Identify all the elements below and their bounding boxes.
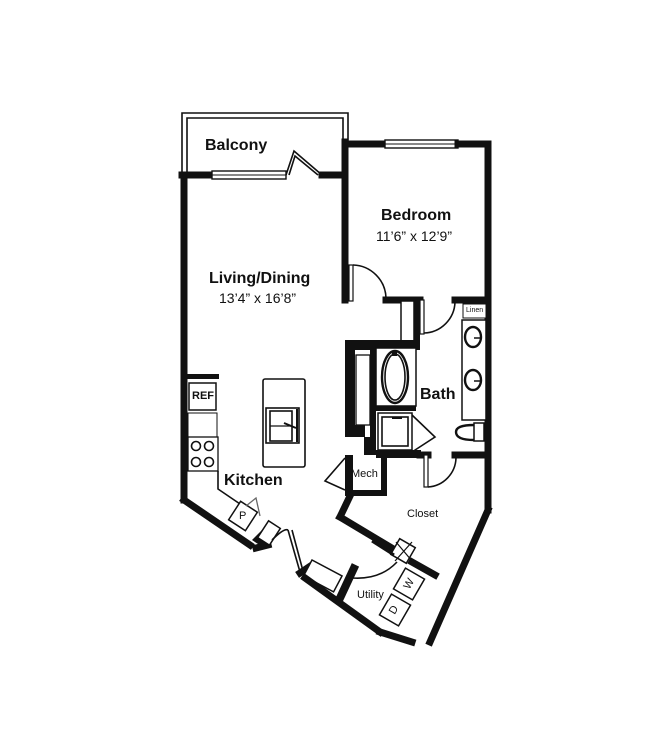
- living-dining-label: Living/Dining: [209, 270, 311, 287]
- bath-fixtures: [375, 303, 492, 488]
- closet-label: Closet: [407, 508, 439, 520]
- living-dining-dimensions: 13’4” x 16’8”: [219, 290, 297, 306]
- mech-label: Mech: [351, 468, 378, 480]
- mech-walls: [323, 455, 493, 647]
- refrigerator-label: REF: [192, 390, 214, 402]
- hall-walls: [345, 300, 420, 455]
- kitchen-fixtures: [187, 374, 306, 532]
- linen-label: Linen: [466, 307, 484, 314]
- bath-label: Bath: [420, 386, 456, 403]
- balcony-label: Balcony: [205, 137, 268, 154]
- utility-walls: [334, 561, 426, 627]
- kitchen-label: Kitchen: [224, 472, 283, 489]
- balcony-railing: [181, 112, 349, 175]
- bedroom-label: Bedroom: [381, 207, 452, 224]
- living-walls: [178, 149, 417, 647]
- pantry-label: P: [239, 510, 247, 522]
- bedroom-dimensions: 11’6” x 12’9”: [376, 228, 453, 244]
- utility-label: Utility: [357, 589, 384, 601]
- attic-hatch: [371, 537, 417, 565]
- bedroom-walls: [341, 138, 492, 514]
